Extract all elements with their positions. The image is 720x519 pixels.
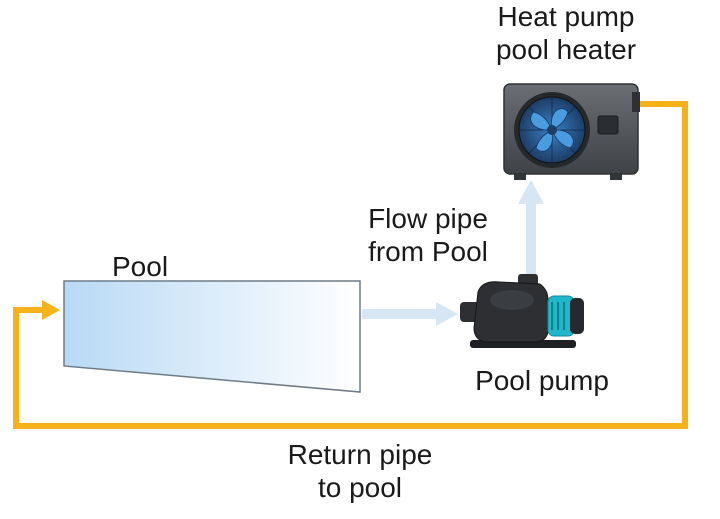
flow-pipe-label: Flow pipe from Pool [346,202,510,268]
flow-pipe-label-line-2: from Pool [368,236,488,268]
return-pipe-label: Return pipe to pool [262,438,458,504]
pump-label: Pool pump [475,365,609,396]
pool-basin [63,280,361,393]
heater-label-line-1: Heat pump [497,1,635,32]
return-pipe-arrowhead [42,300,60,320]
pool-pump-icon [460,274,584,348]
flow-arrow-pool-to-pump [362,302,458,326]
heat-pump-unit-icon [503,83,640,180]
return-pipe-line [13,101,688,429]
flow-arrow-pump-to-heater [518,180,544,284]
return-pipe-label-line-2: to pool [317,472,403,504]
pool-label: Pool [112,251,169,282]
flow-pipe-label-line-1: Flow pipe [368,203,488,234]
heater-label-line-2: pool heater [495,34,637,66]
heater-label: Heat pump pool heater [468,0,664,66]
return-pipe-label-line-1: Return pipe [287,439,433,470]
